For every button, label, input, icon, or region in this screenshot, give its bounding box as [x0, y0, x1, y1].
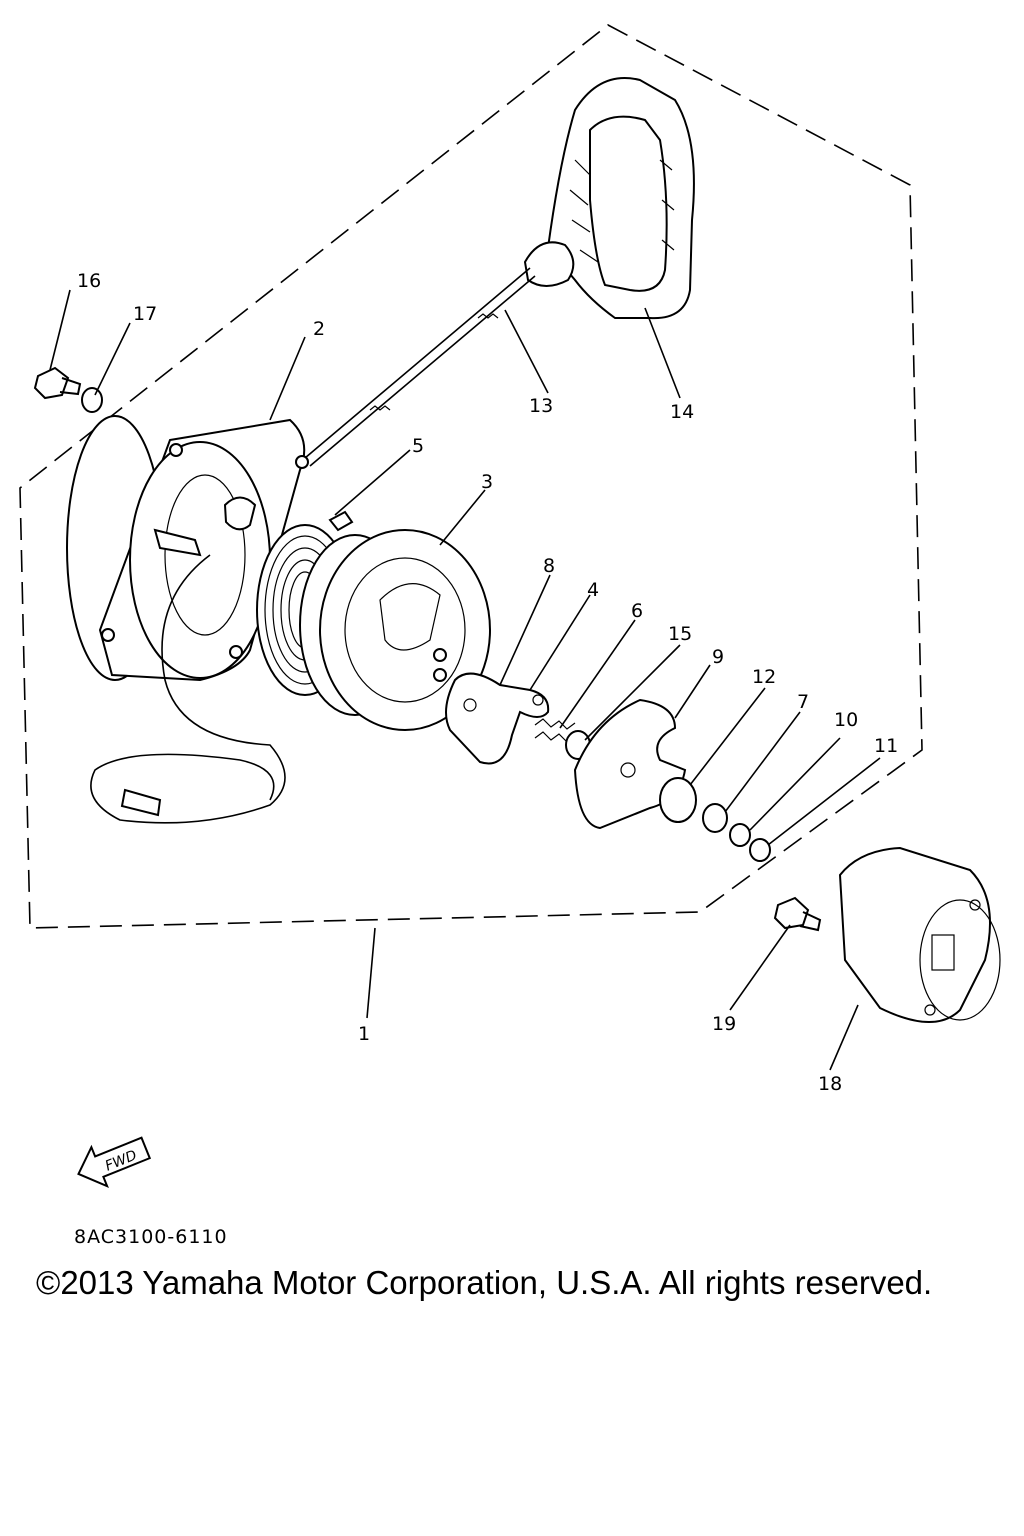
washer-7 [702, 803, 728, 833]
callout-13: 13 [529, 395, 553, 417]
callout-7: 7 [797, 691, 809, 713]
callout-16: 16 [77, 270, 101, 292]
callout-12: 12 [752, 666, 776, 688]
callout-10: 10 [834, 709, 858, 731]
bolt-19 [773, 896, 822, 932]
callout-17: 17 [133, 303, 157, 325]
callout-2: 2 [313, 318, 325, 340]
callout-14: 14 [670, 401, 694, 423]
callout-5: 5 [412, 435, 424, 457]
rope-knot [120, 788, 162, 817]
callout-1: 1 [358, 1023, 370, 1045]
copyright-notice: ©2013 Yamaha Motor Corporation, U.S.A. A… [36, 1264, 933, 1301]
callout-3: 3 [481, 471, 493, 493]
nut-11 [749, 838, 771, 862]
callout-labels: 1 2 3 4 5 6 7 8 9 10 11 12 13 14 15 16 1… [77, 270, 898, 1095]
callout-6: 6 [631, 600, 643, 622]
callout-15: 15 [668, 623, 692, 645]
callout-8: 8 [543, 555, 555, 577]
drive-pawl [445, 672, 550, 765]
sheave-drum [299, 529, 491, 731]
assembly-boundary [19, 24, 923, 929]
starter-handle [523, 77, 695, 320]
callout-18: 18 [818, 1073, 842, 1095]
washer-17 [81, 387, 103, 413]
starter-pulley [838, 846, 1001, 1023]
diagram-code: 8AC3100-6110 [74, 1226, 228, 1248]
bolt-16 [33, 366, 82, 400]
callout-19: 19 [712, 1013, 736, 1035]
leader-lines [49, 289, 881, 1071]
thrust-washer-12 [659, 777, 697, 823]
spring-washer-10 [729, 823, 751, 847]
callout-11: 11 [874, 735, 898, 757]
starter-rope [304, 267, 536, 467]
fwd-arrow-icon: FWD [77, 1136, 152, 1188]
callout-9: 9 [712, 646, 724, 668]
drive-plate [573, 698, 687, 830]
callout-4: 4 [587, 579, 599, 601]
rope-loop [90, 554, 286, 824]
